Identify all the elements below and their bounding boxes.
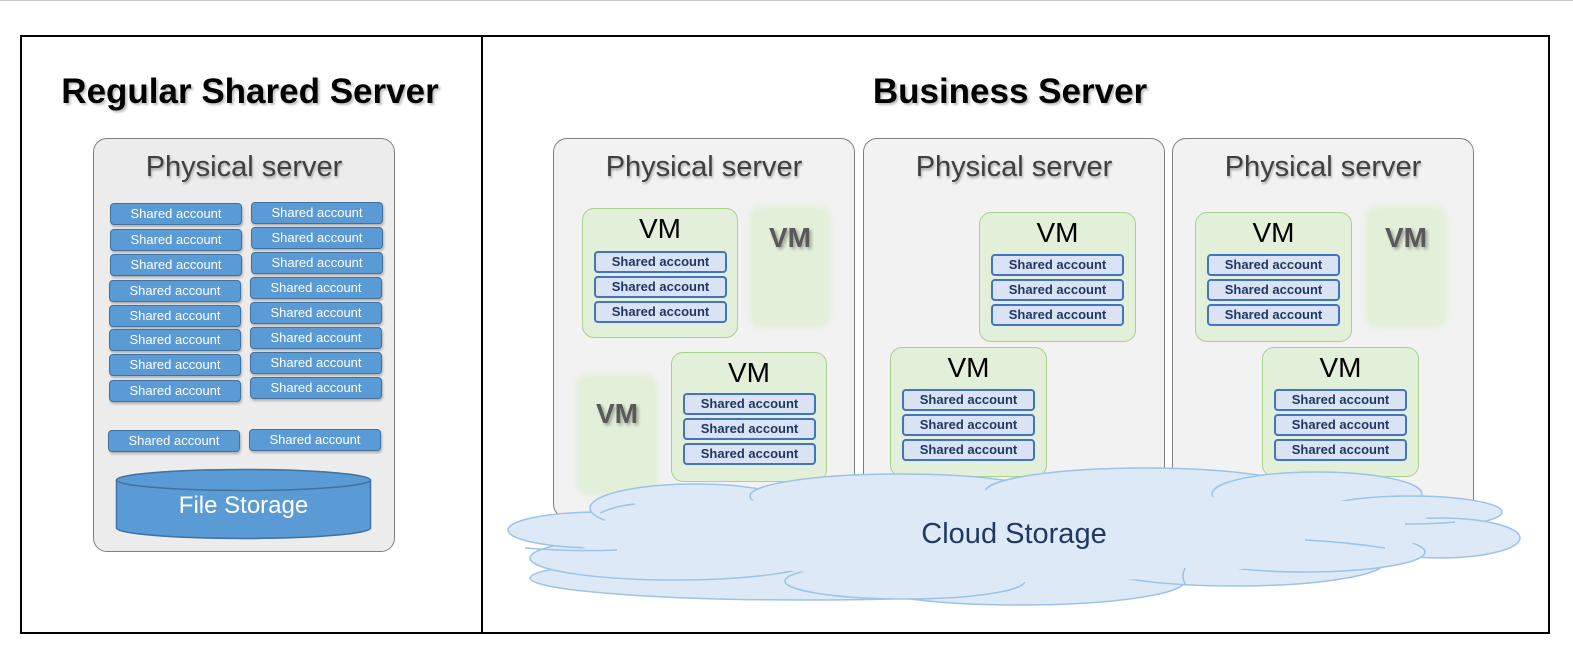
vm-shared-account: Shared account [1274,439,1407,461]
physical-server-label: Physical server [145,151,343,183]
vm-shared-account: Shared account [1207,279,1340,301]
shared-account: Shared account [250,302,382,324]
vm-shared-account: Shared account [683,393,816,415]
vm-shared-account: Shared account [902,389,1035,411]
shared-account: Shared account [250,327,382,349]
vm-shared-account: Shared account [1274,389,1407,411]
vm-shared-account: Shared account [991,254,1124,276]
vm-label: VM [728,357,770,388]
vm-label: VM [1319,352,1362,383]
shared-account: Shared account [109,305,241,327]
shared-account: Shared account [110,203,242,225]
regular-shared-server-title: Regular Shared Server [61,72,439,111]
vm-shared-account: Shared account [991,279,1124,301]
shared-account: Shared account [249,429,381,451]
shared-account: Shared account [109,329,241,351]
vm-label: VM [1036,217,1079,248]
vm-shared-account: Shared account [594,301,727,323]
shared-account: Shared account [109,380,241,402]
vm-box: VM Shared account Shared account Shared … [1195,212,1352,342]
vm-box: VM Shared account Shared account Shared … [671,352,827,482]
inactive-vm-label: VM [1385,222,1427,253]
physical-server-label: Physical server [1224,151,1422,183]
cloud-storage-label: Cloud Storage [921,518,1107,550]
shared-account: Shared account [109,280,241,302]
cloud-storage: Cloud Storage [505,466,1523,606]
physical-server-label: Physical server [915,151,1113,183]
shared-account: Shared account [251,227,383,249]
top-rule [0,0,1573,1]
vm-box: VM Shared account Shared account Shared … [1262,347,1419,477]
shared-account: Shared account [251,202,383,224]
file-storage-label: File Storage [178,492,309,519]
business-server-title: Business Server [872,72,1148,111]
vm-shared-account: Shared account [1207,254,1340,276]
vm-shared-account: Shared account [594,276,727,298]
inactive-vm: VM [1369,210,1443,324]
vm-shared-account: Shared account [991,304,1124,326]
vm-shared-account: Shared account [683,418,816,440]
vm-shared-account: Shared account [902,439,1035,461]
diagram-frame [20,35,1550,634]
shared-account: Shared account [110,229,242,251]
vm-box: VM Shared account Shared account Shared … [890,347,1047,477]
vm-shared-account: Shared account [1207,304,1340,326]
vm-box: VM Shared account Shared account Shared … [979,212,1136,342]
inactive-vm-label: VM [769,222,811,253]
shared-account: Shared account [250,277,382,299]
vm-shared-account: Shared account [594,251,727,273]
vm-box: VM Shared account Shared account Shared … [582,208,738,338]
shared-account: Shared account [251,252,383,274]
shared-account: Shared account [109,354,241,376]
file-storage: File Storage [115,468,372,540]
vm-shared-account: Shared account [902,414,1035,436]
vm-label: VM [1252,217,1295,248]
physical-server-label: Physical server [605,151,803,183]
shared-account: Shared account [250,352,382,374]
vm-shared-account: Shared account [1274,414,1407,436]
vm-label: VM [639,213,681,244]
inactive-vm: VM [580,378,654,492]
section-divider [481,35,483,634]
shared-account: Shared account [108,430,240,452]
inactive-vm: VM [753,210,827,324]
shared-account: Shared account [110,254,242,276]
vm-label: VM [947,352,990,383]
vm-shared-account: Shared account [683,443,816,465]
inactive-vm-label: VM [596,398,638,429]
shared-account: Shared account [250,377,382,399]
